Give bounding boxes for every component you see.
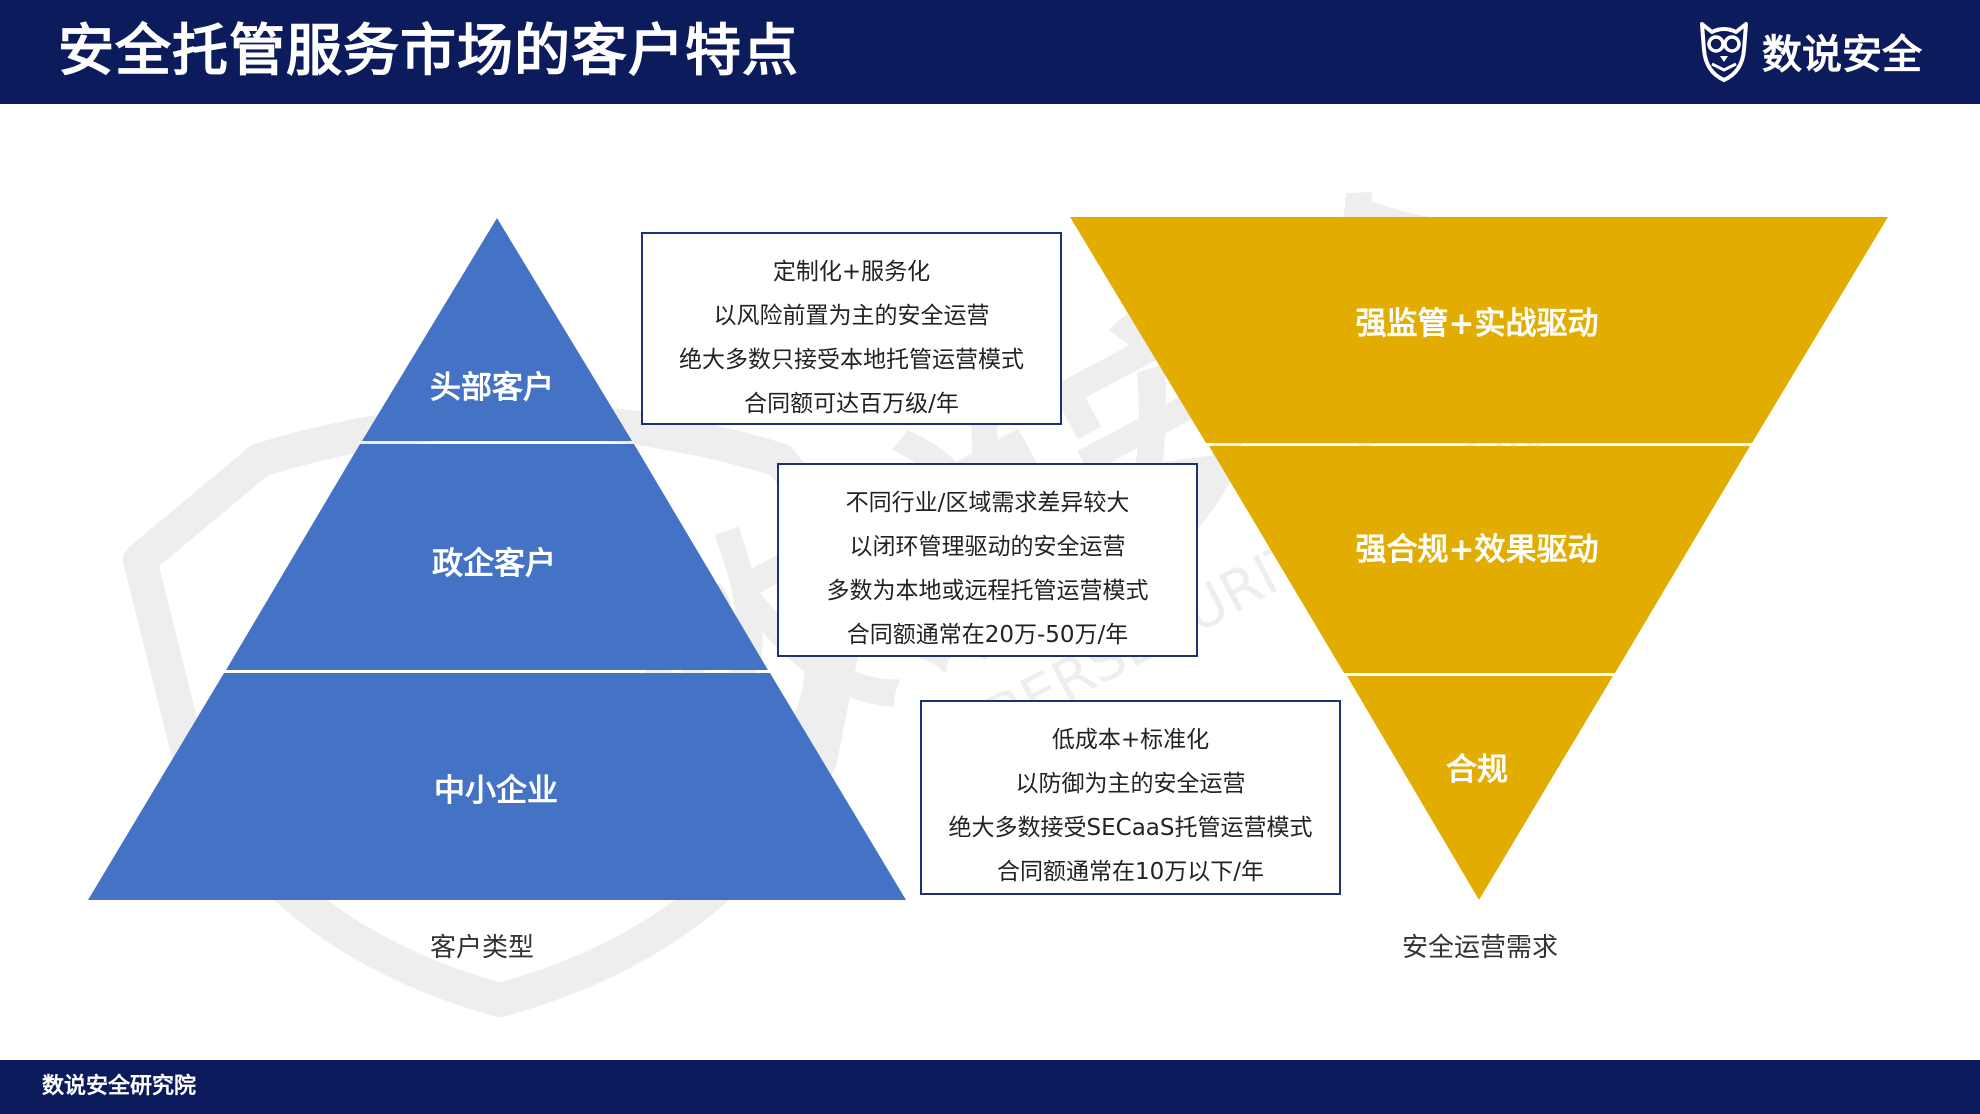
pyramid-tier-label: 政企客户	[432, 546, 556, 582]
demand-inverted-pyramid: 强监管+实战驱动 强合规+效果驱动 合规	[1070, 217, 1888, 900]
box-line: 以防御为主的安全运营	[1015, 771, 1246, 797]
inverted-tier-label: 强合规+效果驱动	[1356, 532, 1599, 568]
brand-logo: 数说安全	[1698, 18, 1922, 84]
box-line: 绝大多数接受SECaaS托管运营模式	[948, 815, 1313, 841]
pyramid-tier-middle	[226, 444, 768, 670]
footer-text: 数说安全研究院	[42, 1074, 197, 1099]
box-line: 多数为本地或远程托管运营模式	[826, 578, 1149, 604]
box-line: 不同行业/区域需求差异较大	[845, 490, 1130, 516]
box-line: 合同额通常在20万-50万/年	[846, 622, 1129, 648]
page-title: 安全托管服务市场的客户特点	[58, 19, 799, 84]
box-line: 低成本+标准化	[1051, 727, 1210, 753]
box-line: 合同额通常在10万以下/年	[996, 859, 1264, 885]
box-line: 绝大多数只接受本地托管运营模式	[679, 347, 1024, 373]
description-box-sme: 低成本+标准化 以防御为主的安全运营 绝大多数接受SECaaS托管运营模式 合同…	[920, 700, 1341, 895]
inverted-tier-label: 合规	[1446, 752, 1508, 788]
header-bar: 安全托管服务市场的客户特点 数说安全	[0, 0, 1980, 104]
owl-shield-icon	[1700, 22, 1748, 82]
inverted-pyramid-caption: 安全运营需求	[1402, 933, 1559, 963]
inverted-tier-label: 强监管+实战驱动	[1356, 306, 1599, 342]
customer-pyramid: 头部客户 政企客户 中小企业	[88, 218, 906, 900]
pyramid-tier-label: 头部客户	[430, 370, 554, 406]
box-line: 合同额可达百万级/年	[744, 391, 959, 417]
box-line: 定制化+服务化	[772, 259, 931, 285]
inverted-tier-bottom	[1347, 676, 1613, 900]
pyramid-caption: 客户类型	[430, 933, 535, 963]
inverted-tier-top	[1070, 217, 1888, 443]
pyramid-tier-label: 中小企业	[434, 773, 558, 809]
brand-name: 数说安全	[1762, 32, 1922, 78]
box-line: 以闭环管理驱动的安全运营	[849, 534, 1126, 560]
box-line: 以风险前置为主的安全运营	[713, 303, 990, 329]
inverted-tier-middle	[1209, 446, 1750, 673]
pyramid-tier-top	[362, 218, 632, 441]
description-box-government: 不同行业/区域需求差异较大 以闭环管理驱动的安全运营 多数为本地或远程托管运营模…	[777, 463, 1198, 657]
footer-bar: 数说安全研究院	[0, 1060, 1980, 1114]
pyramid-tier-bottom	[88, 673, 906, 900]
description-box-head: 定制化+服务化 以风险前置为主的安全运营 绝大多数只接受本地托管运营模式 合同额…	[641, 232, 1062, 425]
